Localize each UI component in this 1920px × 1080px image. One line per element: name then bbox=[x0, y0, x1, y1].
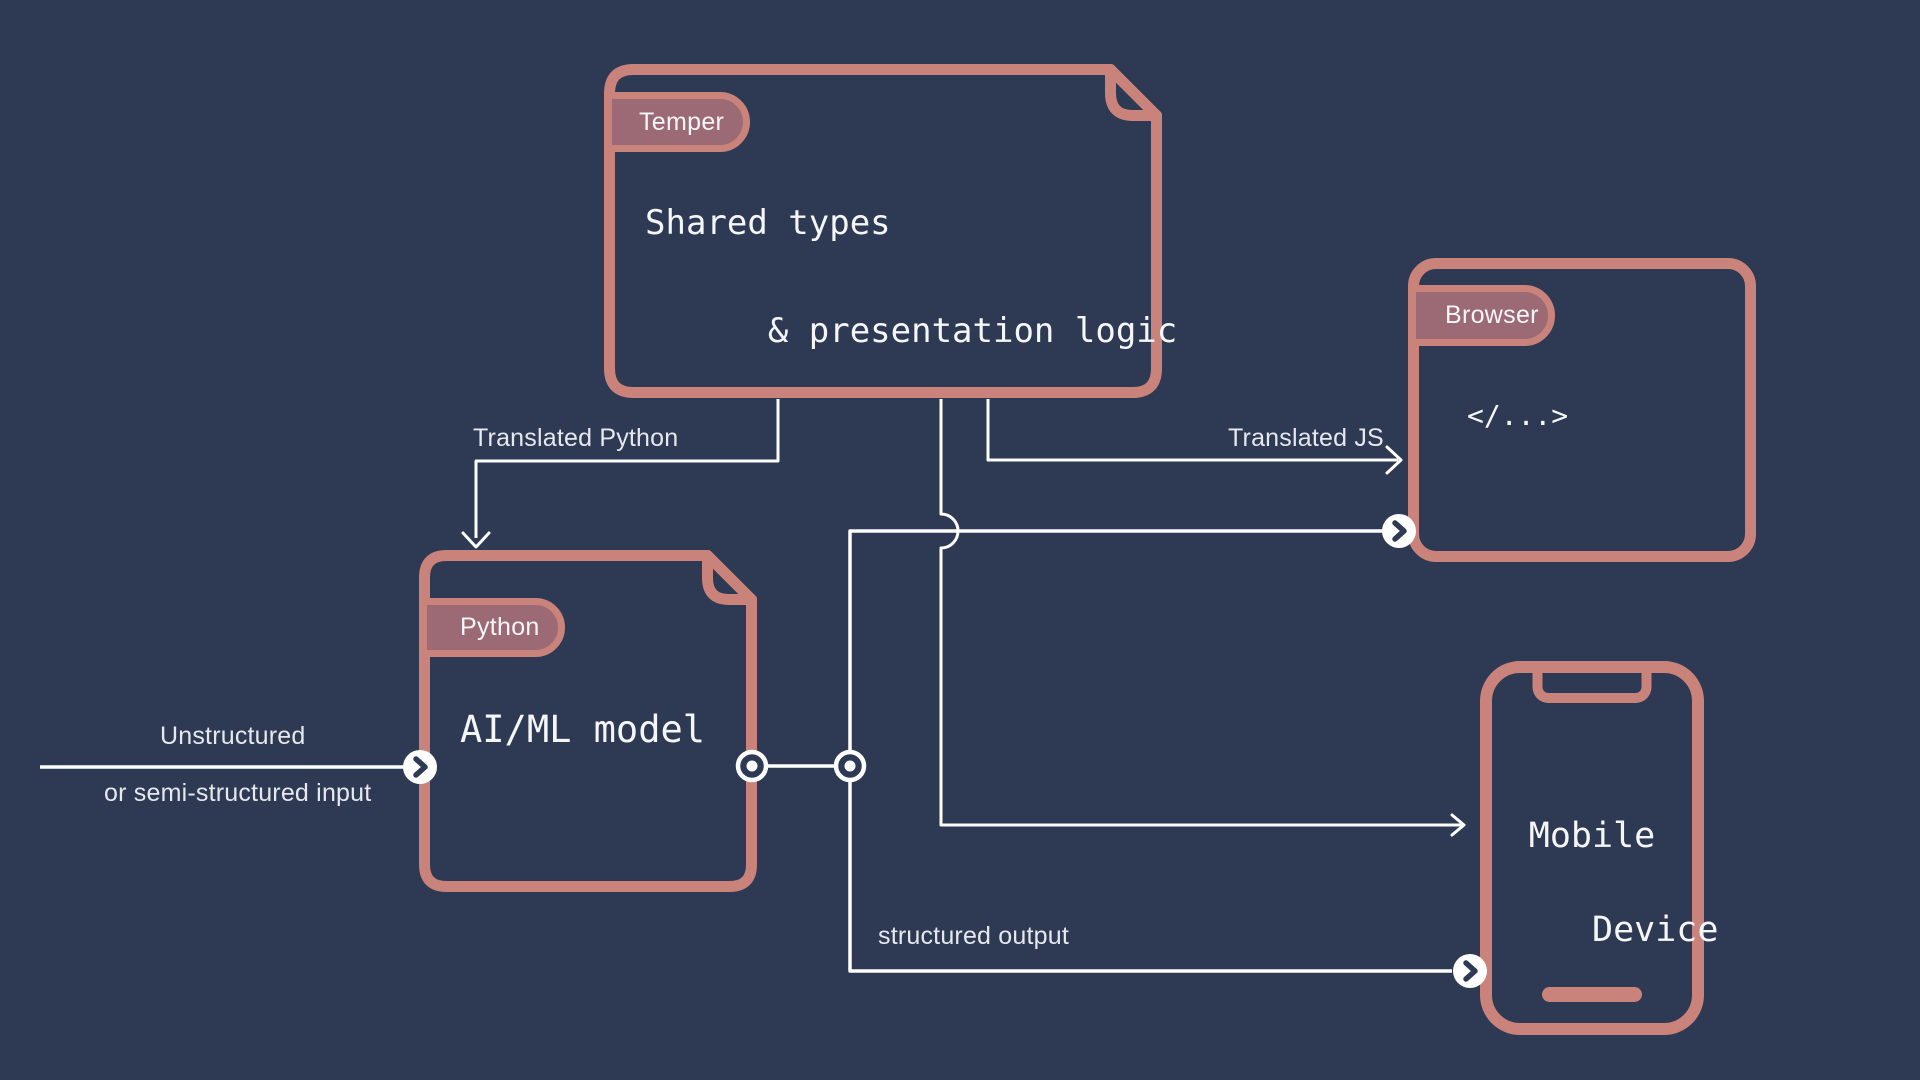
port-dot-icon bbox=[735, 749, 769, 783]
mobile-label-line2: Device bbox=[1592, 910, 1719, 950]
dogear-fold-icon bbox=[1105, 64, 1162, 121]
python-file-node: Python AI/ML model bbox=[419, 550, 757, 892]
wire-translated-js bbox=[986, 399, 1398, 462]
temper-title-line2: & presentation logic bbox=[767, 311, 1178, 351]
port-dot-icon bbox=[833, 749, 867, 783]
chevron-circle-icon bbox=[1453, 954, 1487, 988]
browser-tag: Browser bbox=[1409, 285, 1555, 346]
arrowhead-right-icon bbox=[1385, 445, 1403, 475]
browser-code-text: </...> bbox=[1467, 399, 1569, 432]
temper-file-shape bbox=[604, 64, 1162, 398]
temper-tag-label: Temper bbox=[639, 107, 725, 136]
edge-label-input-line2: or semi-structured input bbox=[104, 779, 372, 807]
browser-node: Browser </...> bbox=[1408, 258, 1756, 562]
temper-title: Shared types & presentation logic bbox=[645, 196, 1177, 358]
chevron-circle-icon bbox=[403, 750, 437, 784]
arrowhead-down-icon bbox=[461, 531, 491, 549]
mobile-label: Mobile Device bbox=[1466, 813, 1719, 954]
python-tag: Python bbox=[420, 598, 565, 657]
mobile-device-node: Mobile Device bbox=[1480, 661, 1718, 1035]
edge-label-translated-python: Translated Python bbox=[473, 424, 679, 452]
python-title: AI/ML model bbox=[460, 708, 706, 751]
edge-label-input-line1: Unstructured bbox=[160, 722, 306, 750]
chevron-circle-icon bbox=[1382, 514, 1416, 548]
python-tag-label: Python bbox=[460, 613, 540, 641]
phone-notch-icon bbox=[1532, 671, 1652, 703]
phone-homebar-icon bbox=[1542, 987, 1642, 1002]
wire-temper-to-mobile bbox=[939, 399, 1462, 827]
edge-label-translated-js: Translated JS bbox=[1228, 424, 1384, 452]
dogear-fold-icon bbox=[702, 550, 757, 605]
temper-file-node: Temper Shared types & presentation logic bbox=[604, 64, 1177, 398]
browser-tag-label: Browser bbox=[1445, 301, 1539, 329]
temper-tag: Temper bbox=[605, 92, 750, 152]
edge-label-structured-output: structured output bbox=[878, 922, 1070, 950]
temper-title-line1: Shared types bbox=[645, 203, 891, 243]
wire-translated-python bbox=[474, 399, 780, 538]
arrowhead-right-icon bbox=[1450, 813, 1466, 837]
mobile-label-line1: Mobile bbox=[1528, 816, 1656, 856]
